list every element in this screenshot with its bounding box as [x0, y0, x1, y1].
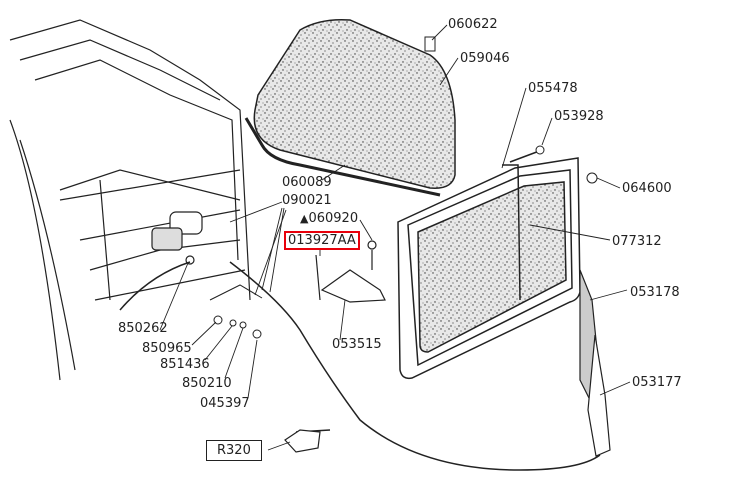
label-053928: 053928	[554, 109, 604, 124]
top-glass	[253, 18, 456, 189]
label-077312: 077312	[612, 234, 662, 249]
label-064600: 064600	[622, 181, 672, 196]
grommet-053928	[535, 145, 545, 155]
highlighted-part-013927AA: 013927AA	[284, 231, 360, 250]
new-part-marker: ▲	[300, 212, 309, 225]
label-060920: ▲060920	[300, 212, 358, 226]
label-060089: 060089	[282, 175, 332, 190]
label-060920-text: 060920	[308, 211, 359, 226]
label-045397: 045397	[200, 396, 250, 411]
label-850210: 850210	[182, 376, 232, 391]
small-hardware	[209, 284, 263, 339]
knob-064600	[586, 172, 598, 184]
clip-060622	[424, 36, 436, 52]
label-090021: 090021	[282, 193, 332, 208]
label-053178: 053178	[630, 285, 680, 300]
label-851436: 851436	[160, 357, 210, 372]
label-053515: 053515	[332, 337, 382, 352]
label-055478: 055478	[528, 81, 578, 96]
connector-R320	[284, 429, 321, 453]
wiper-motor	[151, 211, 203, 265]
label-850965: 850965	[142, 341, 192, 356]
leader-lines	[159, 24, 631, 451]
wiper-blade-arm	[579, 269, 611, 457]
label-059046: 059046	[460, 51, 510, 66]
label-060622: 060622	[448, 17, 498, 32]
top-glass-seal	[244, 117, 441, 197]
window-frame	[397, 149, 581, 380]
label-850262: 850262	[118, 321, 168, 336]
label-053177: 053177	[632, 375, 682, 390]
linkage-053515	[315, 240, 386, 303]
reference-box-R320[interactable]: R320	[206, 440, 262, 461]
